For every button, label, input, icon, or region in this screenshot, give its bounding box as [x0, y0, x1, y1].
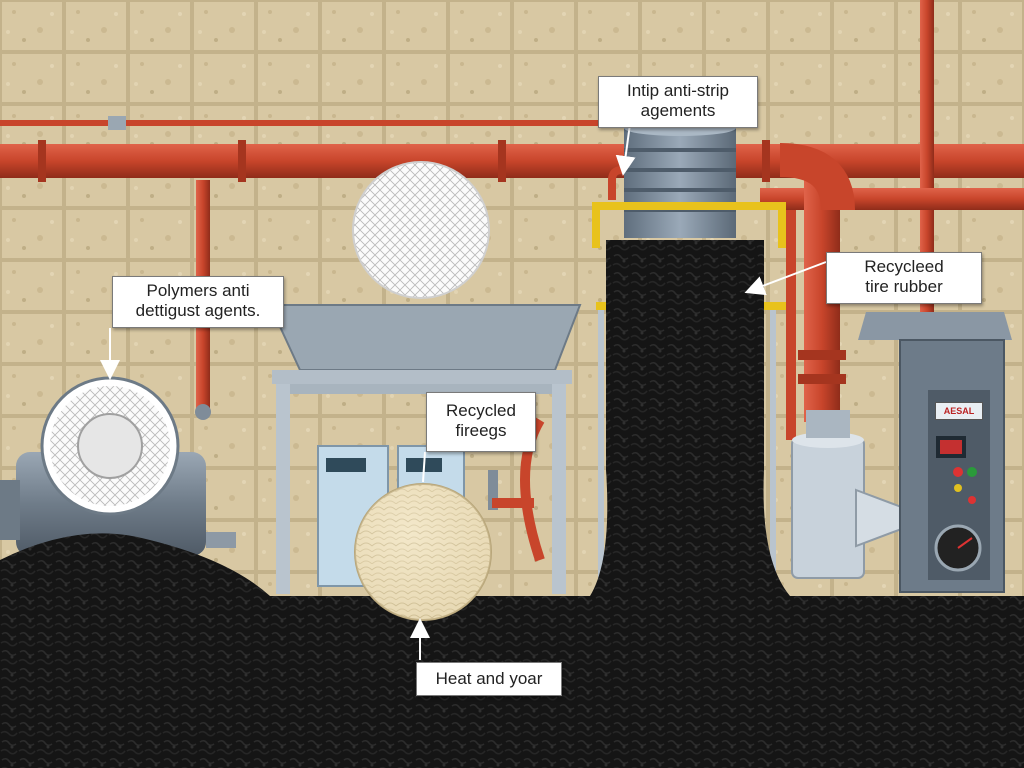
polymer-mesh-sphere	[352, 161, 490, 299]
callout-polymers: Polymers anti dettigust agents.	[112, 276, 284, 328]
pipe-network	[0, 0, 1024, 562]
right-machinery	[791, 312, 1012, 593]
callout-fibers-line1: Recycled	[446, 401, 516, 420]
rubber-asphalt-mass	[0, 240, 1024, 768]
callout-fibers-line2: fireegs	[455, 421, 507, 440]
callout-anti-strip-line1: Intip anti-strip	[626, 81, 730, 100]
control-panel-brand: AESAL	[935, 402, 983, 420]
callout-tire-rubber-line1: Recycleed	[864, 257, 944, 276]
callout-polymers-line2: dettigust agents.	[135, 301, 261, 320]
callout-anti-strip-line2: agements	[640, 101, 716, 120]
callout-heat: Heat and yoar	[416, 662, 562, 696]
mixing-tower	[592, 120, 786, 590]
callout-anti-strip: Intip anti-strip agements	[598, 76, 758, 128]
callout-tire-rubber-line2: tire rubber	[865, 277, 943, 296]
callout-tire-rubber: Recycleed tire rubber	[826, 252, 982, 304]
callout-polymers-line1: Polymers anti	[146, 281, 250, 300]
callout-heat-line1: Heat and yoar	[435, 669, 543, 688]
callout-arrows	[100, 123, 827, 660]
drum-mixer	[0, 376, 236, 556]
callout-fibers: Recycled fireegs	[426, 392, 536, 452]
fiber-ball-shading	[355, 484, 491, 620]
